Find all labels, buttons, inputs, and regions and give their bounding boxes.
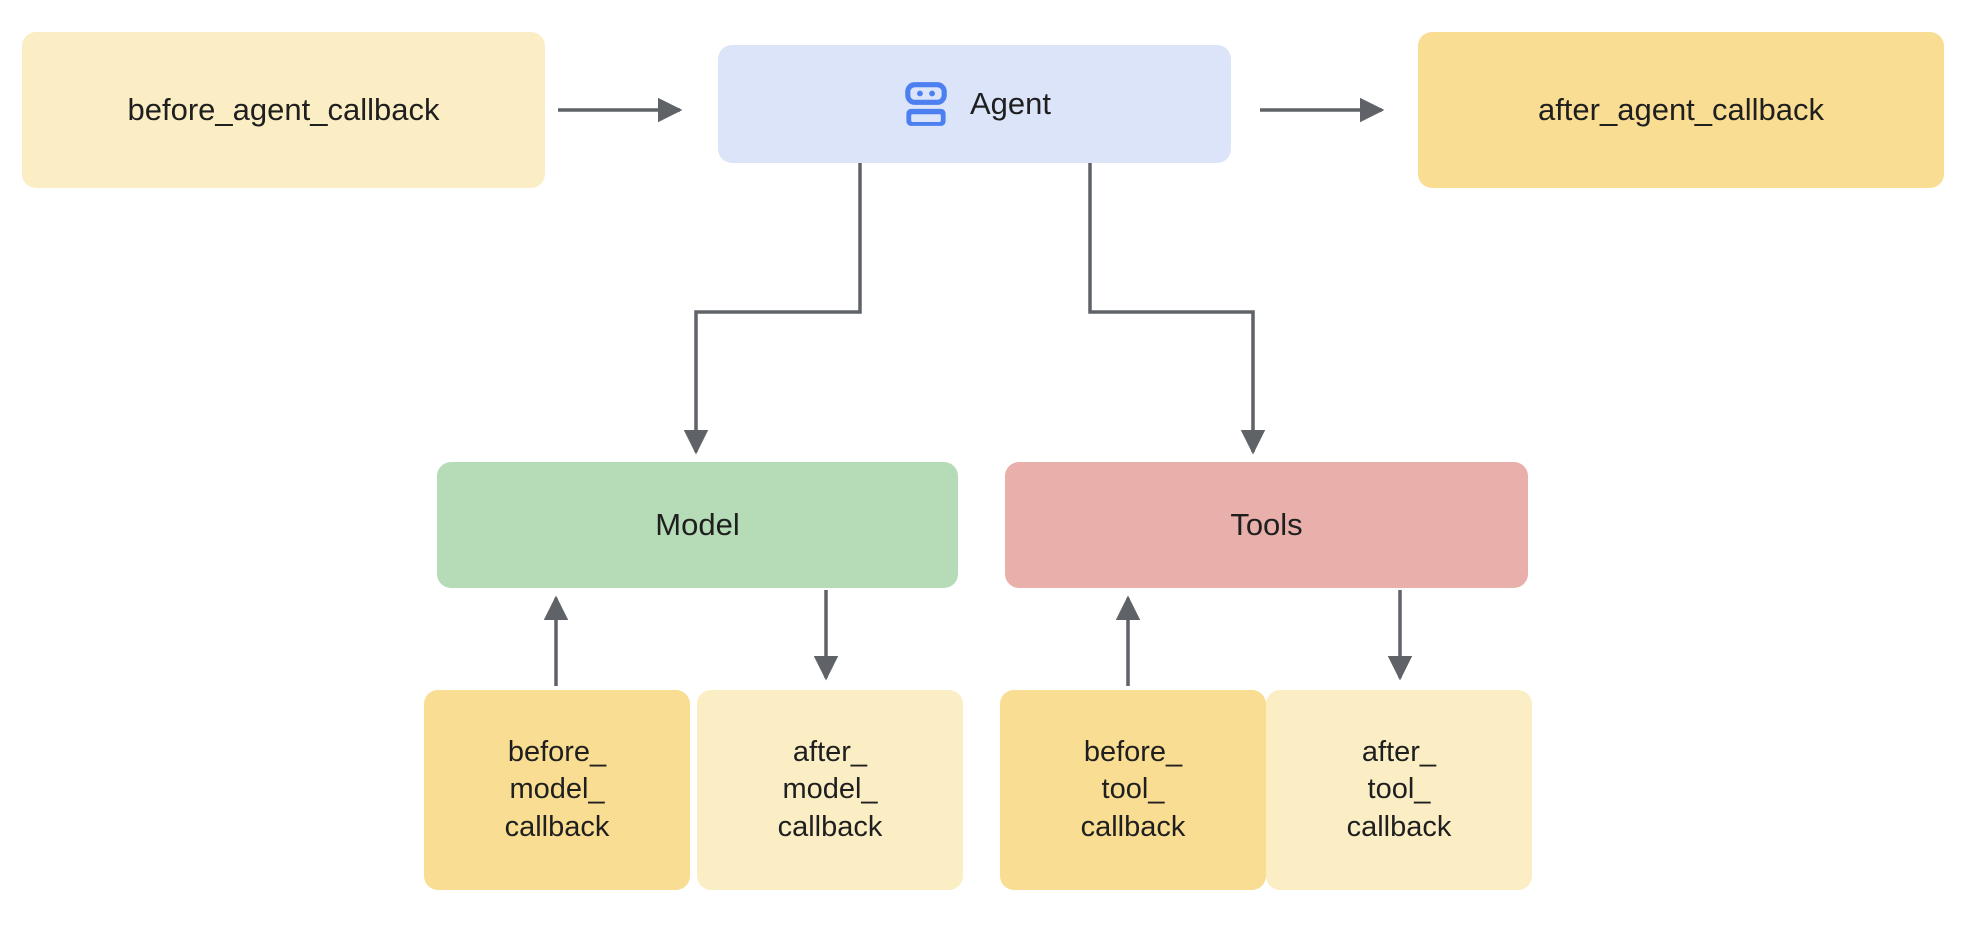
edge-agent-to-tools: [1088, 163, 1266, 455]
node-before-agent-callback[interactable]: before_agent_callback: [22, 32, 545, 188]
node-agent[interactable]: Agent: [718, 45, 1231, 163]
node-before-model-callback[interactable]: before_ model_ callback: [424, 690, 690, 890]
node-model[interactable]: Model: [437, 462, 958, 588]
node-after-agent-callback[interactable]: after_agent_callback: [1418, 32, 1944, 188]
node-label: after_ model_ callback: [777, 736, 883, 843]
node-tools[interactable]: Tools: [1005, 462, 1528, 588]
agent-inner: Agent: [898, 76, 1051, 132]
node-label: before_ tool_ callback: [1080, 736, 1186, 843]
edge-agent-to-model: [683, 163, 862, 455]
node-label: Tools: [1230, 507, 1303, 543]
node-label: before_ model_ callback: [504, 736, 610, 843]
node-label: Agent: [969, 86, 1051, 122]
node-label: Model: [655, 507, 740, 543]
node-label: after_ tool_ callback: [1346, 736, 1452, 843]
node-label: after_agent_callback: [1537, 92, 1825, 128]
node-after-tool-callback[interactable]: after_ tool_ callback: [1266, 690, 1532, 890]
node-after-model-callback[interactable]: after_ model_ callback: [697, 690, 963, 890]
node-label: before_agent_callback: [127, 92, 440, 128]
robot-icon: [905, 82, 947, 126]
node-before-tool-callback[interactable]: before_ tool_ callback: [1000, 690, 1266, 890]
